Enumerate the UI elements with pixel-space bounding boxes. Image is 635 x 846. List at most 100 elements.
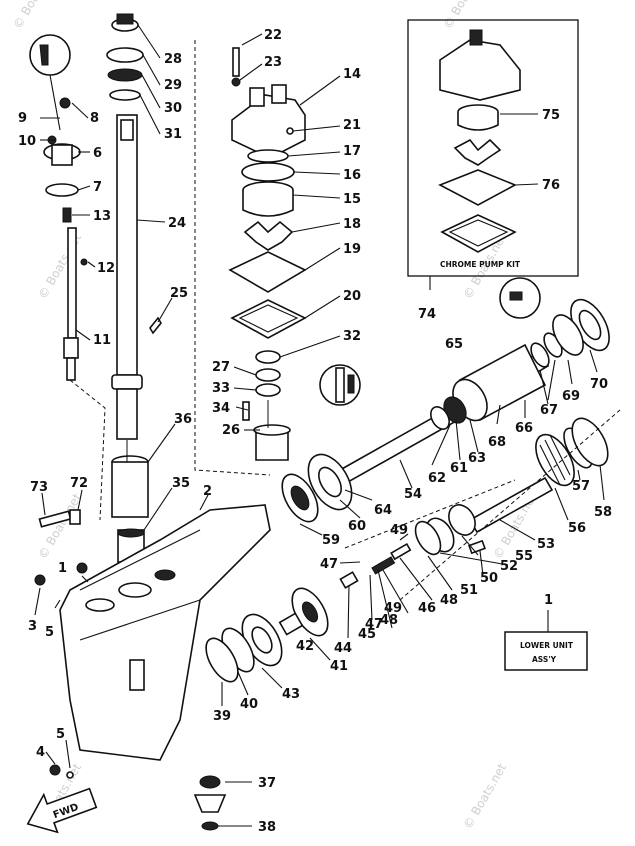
- part-label-4: 4: [36, 745, 45, 760]
- spring-13: [62, 207, 72, 223]
- oring-66: [530, 342, 550, 368]
- part-label-17: 17: [343, 144, 361, 159]
- gasket-20: [230, 299, 307, 339]
- part-label-45: 45: [358, 627, 376, 642]
- part-label-49b: 49: [390, 523, 408, 538]
- watermark: © Boats.net: [10, 0, 59, 31]
- bearing-carrier-60: [307, 453, 353, 511]
- impeller-18: [243, 220, 294, 251]
- washer-23: [231, 77, 241, 87]
- lower-unit-line2: ASS'Y: [532, 655, 557, 664]
- part-label-8: 8: [90, 111, 99, 126]
- seal-29: [106, 47, 144, 63]
- part-label-23: 23: [264, 55, 282, 70]
- shift-cam: [43, 143, 81, 166]
- plug-4: [49, 764, 61, 776]
- clutch-55: [448, 504, 476, 536]
- bearing-58: [571, 417, 609, 467]
- part-label-48a: 48: [380, 613, 398, 628]
- part-label-16: 16: [343, 168, 361, 183]
- part-label-13: 13: [93, 209, 111, 224]
- part-label-3: 3: [28, 619, 37, 634]
- part-label-64: 64: [374, 503, 392, 518]
- part-label-32: 32: [343, 329, 361, 344]
- key-detail-inset: [499, 277, 541, 319]
- bolt-8: [59, 97, 71, 109]
- part-label-48b: 48: [440, 593, 458, 608]
- shift-detail-inset: [29, 34, 71, 76]
- shift-plunger-47: [371, 556, 396, 575]
- watermark: © Boats.net: [460, 761, 509, 832]
- part-label-10: 10: [18, 134, 36, 149]
- part-label-63: 63: [468, 451, 486, 466]
- part-label-2: 2: [203, 484, 212, 499]
- part-label-46: 46: [418, 601, 436, 616]
- seal-detail-inset: [319, 364, 361, 406]
- seal-59: [281, 473, 319, 523]
- part-label-47b: 47: [365, 617, 383, 632]
- bushing-30: [107, 68, 143, 82]
- part-label-33: 33: [212, 381, 230, 396]
- part-label-15: 15: [343, 192, 361, 207]
- kit-impeller: [453, 138, 502, 166]
- insert-15: [242, 181, 294, 217]
- part-label-39: 39: [213, 709, 231, 724]
- part-label-36: 36: [174, 412, 192, 427]
- part-label-51: 51: [460, 583, 478, 598]
- bearing-39: [205, 637, 239, 683]
- seal-27: [255, 368, 281, 382]
- reverse-gear-56: [535, 433, 575, 487]
- pin-21: [286, 127, 294, 135]
- watermark: © Boats.net: [35, 231, 84, 302]
- pump-housing-14: [231, 84, 306, 159]
- part-label-57: 57: [572, 479, 590, 494]
- part-label-59: 59: [322, 533, 340, 548]
- part-label-69: 69: [562, 389, 580, 404]
- part-label-31: 31: [164, 127, 182, 142]
- plate-19: [228, 251, 307, 293]
- part-label-18: 18: [343, 217, 361, 232]
- part-label-35: 35: [172, 476, 190, 491]
- part-label-6: 6: [93, 146, 102, 161]
- watermark: © Boats.net: [440, 0, 489, 31]
- kit-housing: [439, 29, 521, 101]
- part-label-5a: 5: [45, 625, 54, 640]
- part-label-26: 26: [222, 423, 240, 438]
- lower-unit-assy-box: [504, 631, 588, 671]
- part-label-28: 28: [164, 52, 182, 67]
- fwd-arrow-icon: FWD: [26, 787, 98, 834]
- part-label-22: 22: [264, 28, 282, 43]
- pin-50: [468, 539, 486, 555]
- nut-38: [201, 821, 219, 831]
- part-label-30: 30: [164, 101, 182, 116]
- part-label-9: 9: [18, 111, 27, 126]
- part-label-54: 54: [404, 487, 422, 502]
- kit-cup: [457, 104, 499, 131]
- part-label-1: 1: [58, 561, 67, 576]
- drive-shaft-24: [111, 114, 143, 440]
- part-label-55: 55: [515, 549, 533, 564]
- bearing-42: [278, 612, 304, 636]
- part-label-27: 27: [212, 360, 230, 375]
- part-label-12: 12: [97, 261, 115, 276]
- part-label-76: 76: [542, 178, 560, 193]
- part-label-62: 62: [428, 471, 446, 486]
- pinion-gear-37: [193, 775, 227, 813]
- washer-5: [66, 771, 74, 779]
- sleeve-36: [111, 455, 149, 518]
- part-label-29: 29: [164, 78, 182, 93]
- part-label-5b: 5: [56, 727, 65, 742]
- washer-62: [430, 406, 450, 430]
- part-label-49a: 49: [384, 601, 402, 616]
- kit-gasket: [440, 214, 517, 253]
- part-label-21: 21: [343, 118, 361, 133]
- part-label-37: 37: [258, 776, 276, 791]
- part-label-7: 7: [93, 180, 102, 195]
- part-label-47a: 47: [320, 557, 338, 572]
- part-label-25: 25: [170, 286, 188, 301]
- shift-cam-51: [414, 520, 442, 556]
- pin-12: [80, 258, 88, 266]
- oring-7: [45, 183, 79, 197]
- seal-32: [255, 350, 281, 364]
